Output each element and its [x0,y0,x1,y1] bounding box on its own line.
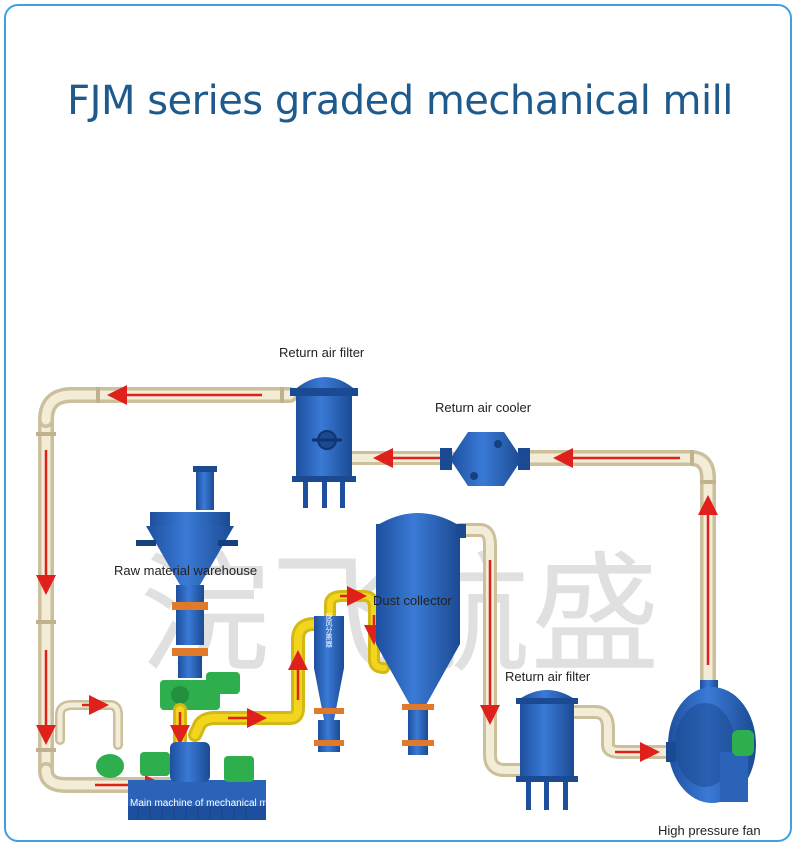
label-return-air-filter-top: Return air filter [279,345,365,360]
label-raw-material-warehouse: Raw material warehouse [114,563,258,578]
dust-collector [376,513,466,755]
high-pressure-fan [666,680,756,803]
label-dust-collector: Dust collector [373,593,452,608]
label-high-pressure-fan: High pressure fan [658,823,761,838]
label-return-air-cooler: Return air cooler [435,400,532,415]
return-air-cooler [440,432,530,486]
flow-arrows [36,385,718,795]
main-machine [96,742,266,820]
cyclone-separator: 旋风分离器 [314,612,344,752]
label-main-machine: Main machine of mechanical mill [130,798,275,809]
pipe-flanges [36,387,716,752]
return-air-filter-right [516,690,578,810]
cyclone-label: 旋风分离器 [325,612,333,649]
page-title: FJM series graded mechanical mill [67,78,733,124]
raw-material-warehouse [136,466,238,678]
label-return-air-filter-right: Return air filter [505,669,591,684]
yellow-flow-arrows [170,586,384,745]
rotary-valve [160,672,240,710]
page-frame [4,4,792,842]
return-air-filter-top [290,377,358,508]
